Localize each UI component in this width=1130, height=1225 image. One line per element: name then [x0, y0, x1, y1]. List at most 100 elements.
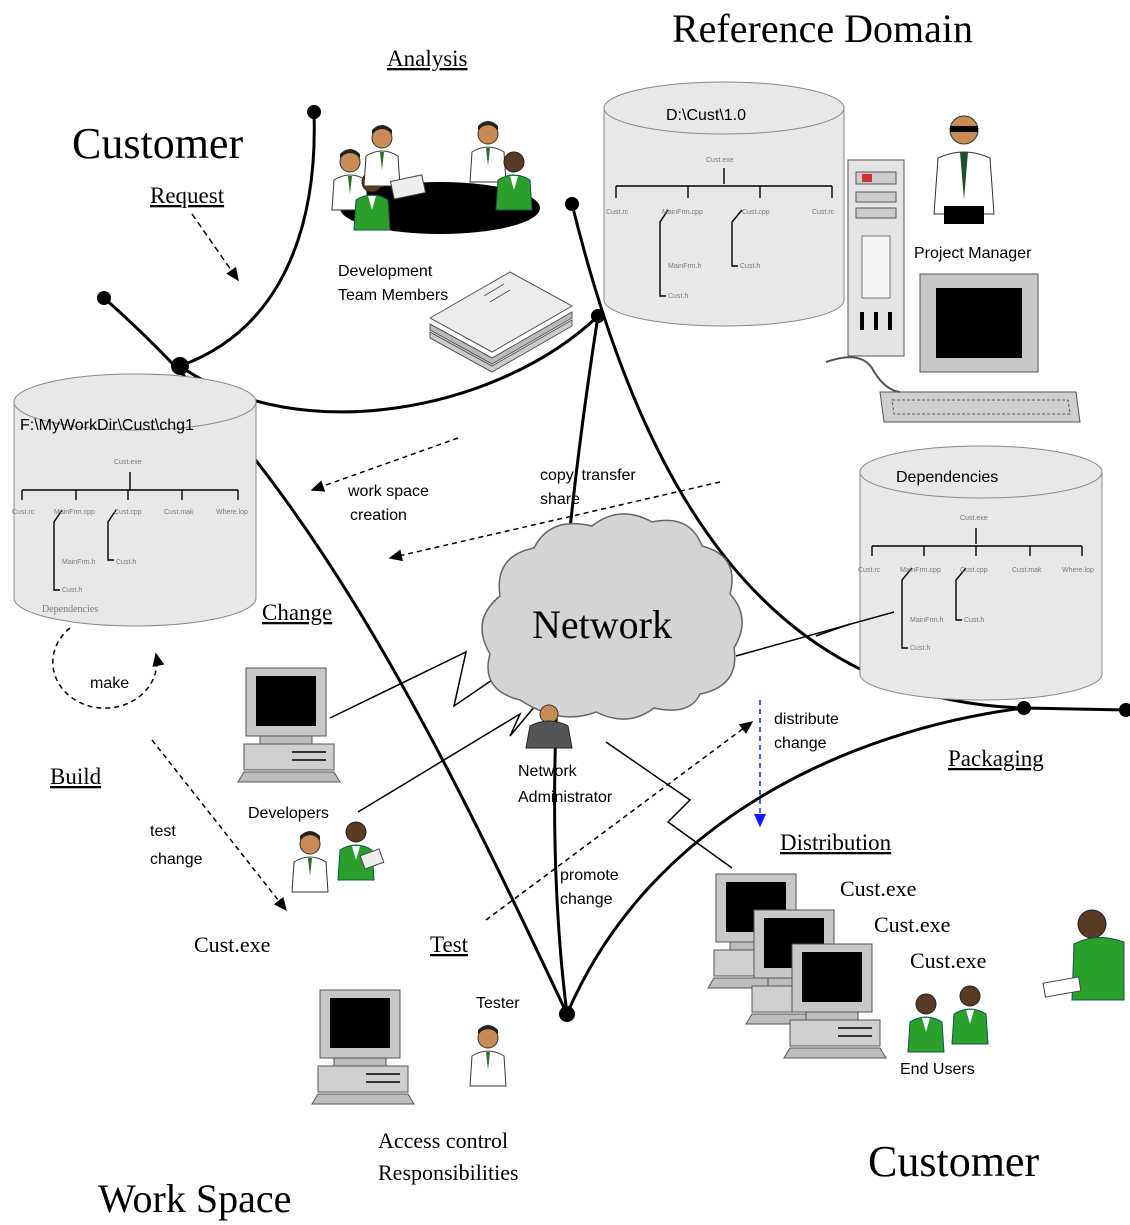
network-admin-label-2: Administrator	[518, 789, 613, 806]
end-user-computer-icon-3	[783, 943, 887, 1059]
tester-computer-icon	[311, 989, 415, 1105]
node	[1017, 701, 1031, 715]
region-customer-bottom: Customer	[868, 1137, 1039, 1186]
workspace-sub-2: Cust.h	[116, 559, 136, 566]
request-arrow	[191, 213, 239, 282]
dependencies-child-4: Cust.mak	[1012, 567, 1042, 574]
customer-exe-label-1: Cust.exe	[840, 876, 916, 901]
workspace-exe-label: Cust.exe	[194, 932, 270, 957]
workstation-monitor-icon	[825, 273, 1081, 423]
network-label: Network	[532, 602, 672, 647]
promote-change-arrow	[485, 721, 754, 921]
customer-bottom-curve	[565, 706, 1025, 1015]
copy-transfer-label-2: share	[540, 491, 580, 508]
workspace-root: Cust.exe	[114, 459, 142, 466]
customer-boundary-curve	[179, 111, 316, 368]
end-users-people-icon	[907, 985, 989, 1053]
dependencies-child-1: Cust.rc	[858, 567, 881, 574]
dependencies-repository: Dependencies Cust.exe Cust.rc MainFrm.cp…	[858, 445, 1103, 701]
workspace-sub-3: Cust.h	[62, 587, 82, 594]
region-customer-top: Customer	[72, 119, 243, 168]
workspace-repository: F:\MyWorkDir\Cust\chg1 Cust.exe Cust.rc …	[12, 373, 257, 627]
node	[171, 357, 189, 375]
developers-network-link	[357, 699, 541, 813]
promote-change-label-1: promote	[560, 867, 619, 884]
copy-transfer-arrow	[388, 481, 721, 562]
workspace-path: F:\MyWorkDir\Cust\chg1	[20, 417, 194, 434]
node	[559, 1006, 575, 1022]
reference-child-1: Cust.rc	[606, 209, 629, 216]
workspace-creation-arrow	[310, 437, 459, 492]
section-distribution: Distribution	[780, 830, 892, 855]
node	[1119, 703, 1130, 717]
dependencies-sub-3: Cust.h	[910, 645, 930, 652]
customer-exe-label-3: Cust.exe	[910, 948, 986, 973]
dependencies-sub-2: Cust.h	[964, 617, 984, 624]
boundary-nodes	[97, 105, 1130, 1022]
tester-person-icon	[469, 1024, 507, 1087]
project-manager-person-icon	[933, 115, 995, 224]
server-tower-icon	[847, 159, 905, 357]
access-control-label-2: Responsibilities	[378, 1160, 519, 1185]
distribute-change-label-1: distribute	[774, 711, 839, 728]
workspace-creation-label-2: creation	[350, 507, 407, 524]
section-build: Build	[50, 764, 102, 789]
documents-stack-icon	[428, 271, 574, 373]
make-label: make	[90, 675, 129, 692]
section-request: Request	[150, 183, 225, 208]
reference-repository: D:\Cust\1.0 Cust.exe Cust.rc MainFrm.cpp…	[603, 81, 845, 327]
test-change-label-2: change	[150, 851, 203, 868]
developer-network-link	[329, 650, 499, 719]
network-admin-icon	[525, 704, 573, 749]
section-analysis: Analysis	[387, 46, 468, 71]
promote-change-label-2: change	[560, 891, 613, 908]
development-team-label-1: Development	[338, 263, 433, 280]
workspace-child-3: Cust.cpp	[114, 509, 142, 516]
reference-path: D:\Cust\1.0	[666, 107, 746, 124]
dependencies-child-3: Cust.cpp	[960, 567, 988, 574]
distribution-network-link	[605, 741, 733, 869]
dependencies-sub-1: MainFrm.h	[910, 617, 944, 624]
node	[565, 197, 579, 211]
project-manager-label: Project Manager	[914, 245, 1032, 262]
network-admin-label-1: Network	[518, 763, 578, 780]
tester-label: Tester	[476, 995, 520, 1012]
workspace-child-4: Cust.mak	[164, 509, 194, 516]
region-work-space: Work Space	[98, 1176, 291, 1221]
reference-sub-3: Cust.h	[668, 293, 688, 300]
node	[307, 105, 321, 119]
reference-sub-2: Cust.h	[740, 263, 760, 270]
node	[97, 291, 111, 305]
section-test: Test	[430, 932, 469, 957]
dependencies-root: Cust.exe	[960, 515, 988, 522]
developer-computer-icon	[237, 667, 341, 783]
network-links	[329, 611, 895, 869]
end-users-label: End Users	[900, 1061, 975, 1078]
customer-exe-label-2: Cust.exe	[874, 912, 950, 937]
section-packaging: Packaging	[948, 746, 1044, 771]
workspace-child-2: MainFrm.cpp	[54, 509, 95, 516]
reference-child-4: Cust.rc	[812, 209, 835, 216]
access-control-label-1: Access control	[378, 1128, 508, 1153]
development-team-label-2: Team Members	[338, 287, 448, 304]
node	[591, 309, 605, 323]
reference-root: Cust.exe	[706, 157, 734, 164]
reference-child-3: Cust.cpp	[742, 209, 770, 216]
make-cycle-arrow	[52, 627, 165, 709]
section-change: Change	[262, 600, 332, 625]
dependencies-child-5: Where.lop	[1062, 567, 1094, 574]
dependencies-child-2: MainFrm.cpp	[900, 567, 941, 574]
distribute-change-label-2: change	[774, 735, 827, 752]
customer-person-icon	[1042, 909, 1125, 1001]
test-change-label-1: test	[150, 823, 176, 840]
test-change-arrow	[151, 739, 287, 912]
workspace-sub-1: MainFrm.h	[62, 559, 96, 566]
meeting-group-icon	[331, 120, 540, 234]
reference-child-2: MainFrm.cpp	[662, 209, 703, 216]
dependencies-network-link	[735, 611, 895, 657]
reference-sub-1: MainFrm.h	[668, 263, 702, 270]
workspace-footer: Dependencies	[42, 604, 98, 615]
network-cloud: Network	[481, 513, 743, 720]
dependencies-title: Dependencies	[896, 469, 998, 486]
